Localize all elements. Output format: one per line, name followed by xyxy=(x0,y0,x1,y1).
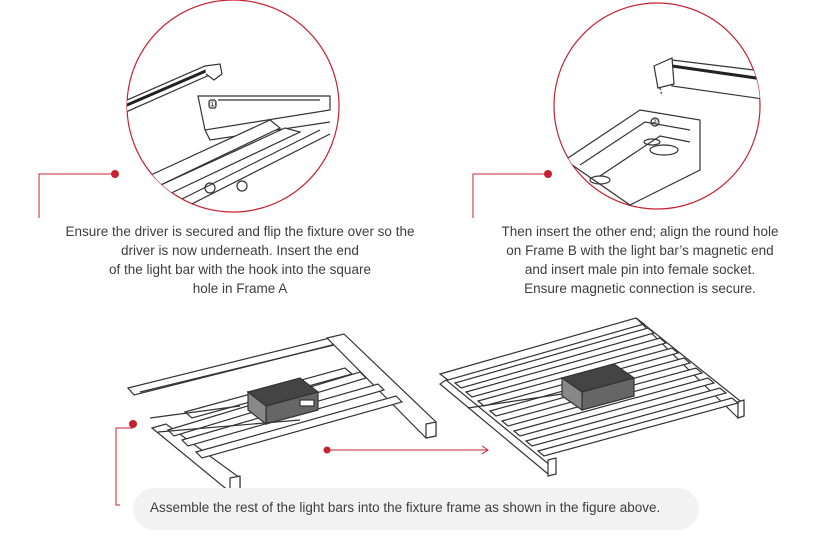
caption-line: driver is now underneath. Insert the end xyxy=(121,243,359,258)
detail-circle-frame-a xyxy=(126,0,340,213)
caption-line: Ensure magnetic connection is secure. xyxy=(524,281,756,296)
step-caption-right: Then insert the other end; align the rou… xyxy=(470,222,810,298)
fixture-partial-assembly xyxy=(126,333,437,493)
detail-circle-frame-b xyxy=(553,2,761,210)
marker-2: ② xyxy=(651,117,658,126)
bottom-caption: Assemble the rest of the light bars into… xyxy=(150,500,661,515)
leader-line-left xyxy=(38,170,119,218)
step-caption-left: Ensure the driver is secured and flip th… xyxy=(40,222,440,298)
leader-line-right xyxy=(472,170,552,218)
caption-line: Then insert the other end; align the rou… xyxy=(501,224,779,239)
leader-line-bottom xyxy=(115,420,137,506)
marker-1: ① xyxy=(209,100,216,109)
fixture-complete-assembly xyxy=(438,317,745,477)
caption-line: and insert male pin into female socket. xyxy=(524,262,756,277)
caption-line: Ensure the driver is secured and flip th… xyxy=(65,224,415,239)
bottom-caption-box xyxy=(133,488,699,530)
arrow-connector xyxy=(323,445,489,455)
caption-line: of the light bar with the hook into the … xyxy=(109,262,371,277)
caption-line: hole in Frame A xyxy=(192,281,288,296)
caption-line: on Frame B with the light bar’s magnetic… xyxy=(506,243,774,258)
